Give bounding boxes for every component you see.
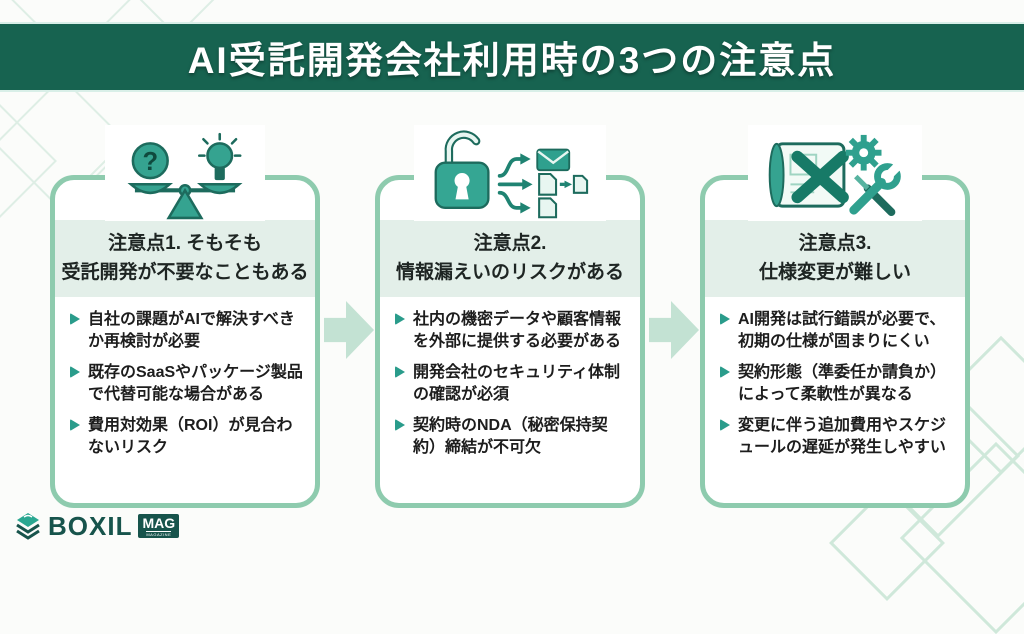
triangle-bullet-icon	[395, 419, 405, 432]
card-1-title-line1: 注意点1. そもそも	[108, 233, 262, 254]
card-2-bullet-list: 社内の機密データや顧客情報を外部に提供する必要がある 開発会社のセキュリティ体制…	[380, 309, 640, 459]
card-3-title-line2: 仕様変更が難しい	[758, 262, 911, 284]
list-item: 自社の課題がAIで解決すべきか再検討が必要	[70, 309, 305, 353]
list-item: 費用対効果（ROI）が見合わないリスク	[70, 415, 305, 459]
unlocked-padlock-data-leak-icon	[414, 125, 606, 221]
card-3-bullet-list: AI開発は試行錯誤が必要で、初期の仕様が固まりにくい 契約形態（準委任か請負か）…	[705, 309, 965, 459]
triangle-bullet-icon	[395, 366, 405, 379]
card-2-title-line2: 情報漏えいのリスクがある	[395, 262, 624, 284]
triangle-bullet-icon	[70, 312, 80, 325]
list-item: 契約形態（準委任か請負か）によって柔軟性が異なる	[720, 362, 955, 406]
card-point-1: ? 注意点1. そもそも 受託開発が不要なこともある 自社の課題がAIで解決すべ…	[50, 125, 320, 508]
card-1-title-line2: 受託開発が不要なこともある	[61, 262, 309, 284]
card-1-bullet-list: 自社の課題がAIで解決すべきか再検討が必要 既存のSaaSやパッケージ製品で代替…	[55, 309, 315, 459]
logo-wordmark: BOXIL	[48, 511, 133, 541]
boxil-layers-icon	[16, 513, 40, 540]
boxil-mag-logo: BOXIL MAG MAGAZINE	[14, 511, 180, 541]
card-point-3: 注意点3. 仕様変更が難しい AI開発は試行錯誤が必要で、初期の仕様が固まりにく…	[700, 125, 970, 508]
card-3-title-line1: 注意点3.	[798, 233, 872, 254]
triangle-bullet-icon	[720, 366, 730, 379]
card-2-title: 注意点2. 情報漏えいのリスクがある	[380, 220, 640, 297]
triangle-bullet-icon	[720, 419, 730, 432]
header-banner: AI受託開発会社利用時の3つの注意点	[0, 22, 1024, 92]
list-item: 契約時のNDA（秘密保持契約）締結が不可欠	[395, 415, 630, 459]
list-item: 変更に伴う追加費用やスケジュールの遅延が発生しやすい	[720, 415, 955, 459]
triangle-bullet-icon	[720, 312, 730, 325]
triangle-bullet-icon	[70, 366, 80, 379]
logo-mag-badge: MAG MAGAZINE	[138, 513, 180, 539]
blueprint-change-gear-wrench-icon	[748, 125, 922, 221]
triangle-bullet-icon	[395, 312, 405, 325]
card-2-title-line1: 注意点2.	[473, 233, 547, 254]
card-point-2: 注意点2. 情報漏えいのリスクがある 社内の機密データや顧客情報を外部に提供する…	[375, 125, 645, 508]
page-title: AI受託開発会社利用時の3つの注意点	[187, 40, 837, 81]
list-item: 既存のSaaSやパッケージ製品で代替可能な場合がある	[70, 362, 305, 406]
card-1-title: 注意点1. そもそも 受託開発が不要なこともある	[55, 220, 315, 297]
list-item: AI開発は試行錯誤が必要で、初期の仕様が固まりにくい	[720, 309, 955, 353]
balance-scale-question-bulb-icon: ?	[105, 125, 265, 221]
card-3-title: 注意点3. 仕様変更が難しい	[705, 220, 965, 297]
triangle-bullet-icon	[70, 419, 80, 432]
list-item: 開発会社のセキュリティ体制の確認が必須	[395, 362, 630, 406]
svg-text:?: ?	[142, 148, 158, 176]
list-item: 社内の機密データや顧客情報を外部に提供する必要がある	[395, 309, 630, 353]
